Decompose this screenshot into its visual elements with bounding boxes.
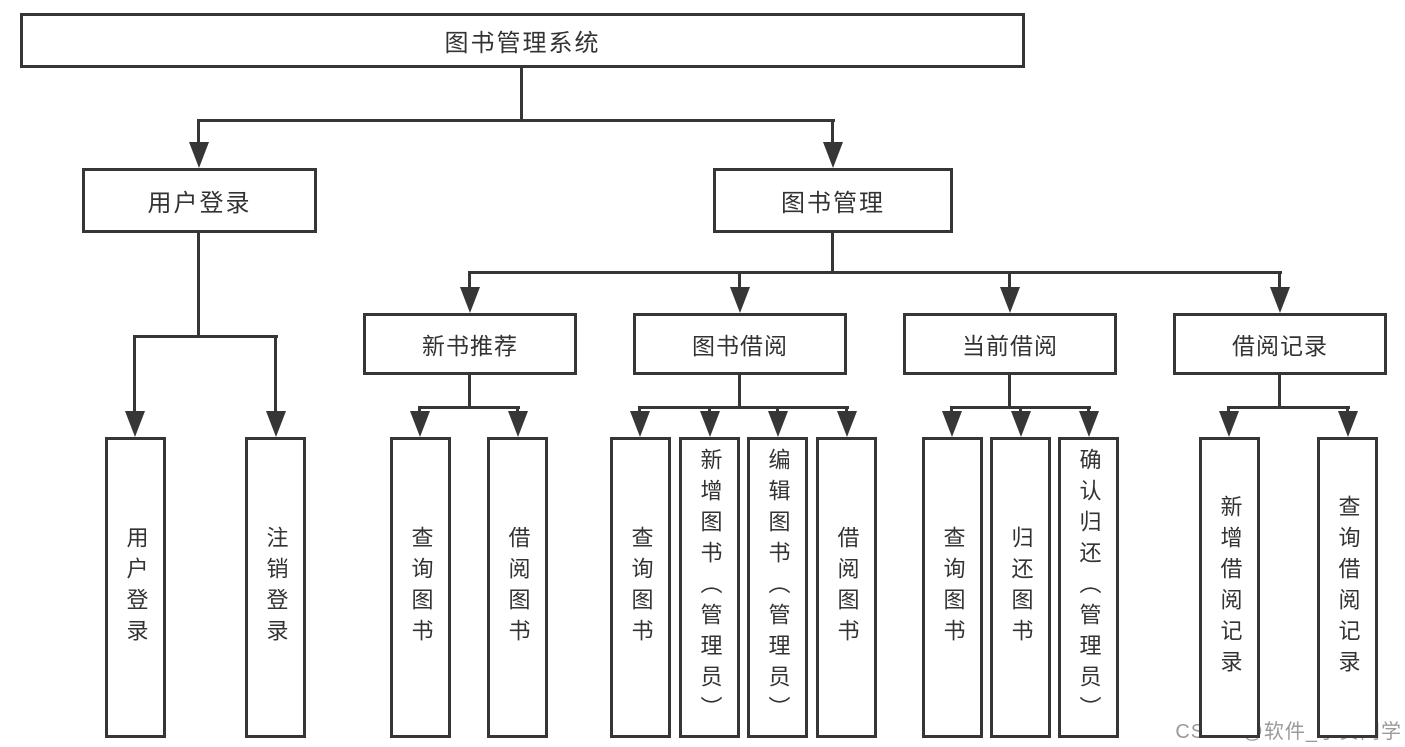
connector-bar-book-management [468,271,1282,274]
node-leaf-add-book: 新增图书（管理员） [679,437,740,738]
connector-stem-current-borrow [1008,375,1011,409]
node-label-book-management: 图书管理 [781,190,885,217]
node-leaf-confirm-return: 确认归还（管理员） [1058,437,1119,738]
node-label-leaf-return-book: 归还图书 [1008,525,1034,650]
node-label-library-system: 图书管理系统 [444,30,601,57]
node-label-leaf-logout: 注销登录 [263,525,289,650]
connector-bar-library-system [197,119,835,122]
arrowhead-down-icon [942,411,962,437]
arrowhead-down-icon [1079,411,1099,437]
arrowhead-down-icon [125,411,145,437]
arrowhead-down-icon [508,411,528,437]
arrowhead-down-icon [630,411,650,437]
connector-stem-new-book-recommend [468,375,471,409]
node-leaf-query-record: 查询借阅记录 [1317,437,1378,738]
connector-stem-book-management [831,233,834,274]
connector-stem-book-borrow [738,375,741,409]
arrowhead-down-icon [1011,411,1031,437]
arrowhead-down-icon [1338,411,1358,437]
node-label-leaf-user-login: 用户登录 [123,525,149,650]
arrowhead-down-icon [730,287,750,313]
connector-stem-user-login [197,233,200,338]
connector-stem-library-system [520,68,523,122]
connector-bar-new-book-recommend [418,406,520,409]
node-label-leaf-add-record: 新增借阅记录 [1217,494,1243,681]
connector-bar-book-borrow [638,406,849,409]
arrowhead-down-icon [189,142,209,168]
node-label-user-login: 用户登录 [147,190,252,217]
connector-arrow-line [133,336,136,427]
node-label-book-borrow: 图书借阅 [692,333,788,359]
node-leaf-add-record: 新增借阅记录 [1199,437,1260,738]
connector-arrow-line [274,336,277,427]
node-label-leaf-query-book-2: 查询图书 [628,525,654,650]
connector-arrow-line [197,120,200,158]
node-leaf-borrow-book-2: 借阅图书 [816,437,877,738]
arrowhead-down-icon [1000,287,1020,313]
node-label-borrow-records: 借阅记录 [1232,333,1328,359]
arrowhead-down-icon [266,411,286,437]
node-leaf-edit-book: 编辑图书（管理员） [747,437,808,738]
node-label-leaf-query-book-1: 查询图书 [408,525,434,650]
node-book-management: 图书管理 [713,168,953,233]
node-leaf-borrow-book-1: 借阅图书 [487,437,548,738]
node-label-new-book-recommend: 新书推荐 [422,333,518,359]
node-label-current-borrow: 当前借阅 [962,333,1058,359]
node-library-system: 图书管理系统 [20,13,1025,68]
arrowhead-down-icon [837,411,857,437]
node-label-leaf-confirm-return: 确认归还（管理员） [1076,448,1102,727]
node-leaf-logout: 注销登录 [245,437,306,738]
arrowhead-down-icon [460,287,480,313]
node-leaf-query-book-1: 查询图书 [390,437,451,738]
node-label-leaf-query-record: 查询借阅记录 [1335,494,1361,681]
node-label-leaf-borrow-book-1: 借阅图书 [505,525,531,650]
node-current-borrow: 当前借阅 [903,313,1117,375]
arrowhead-down-icon [823,142,843,168]
node-leaf-query-book-3: 查询图书 [922,437,983,738]
arrowhead-down-icon [1270,287,1290,313]
node-borrow-records: 借阅记录 [1173,313,1387,375]
connector-bar-borrow-records [1227,406,1350,409]
node-leaf-query-book-2: 查询图书 [610,437,671,738]
connector-arrow-line [831,120,834,158]
node-user-login: 用户登录 [82,168,317,233]
node-label-leaf-borrow-book-2: 借阅图书 [834,525,860,650]
arrowhead-down-icon [1219,411,1239,437]
node-new-book-recommend: 新书推荐 [363,313,577,375]
node-label-leaf-edit-book: 编辑图书（管理员） [765,448,791,727]
node-label-leaf-add-book: 新增图书（管理员） [697,448,723,727]
connector-bar-user-login [133,335,278,338]
arrowhead-down-icon [768,411,788,437]
node-leaf-user-login: 用户登录 [105,437,166,738]
node-leaf-return-book: 归还图书 [990,437,1051,738]
arrowhead-down-icon [410,411,430,437]
connector-stem-borrow-records [1278,375,1281,409]
node-book-borrow: 图书借阅 [633,313,847,375]
node-label-leaf-query-book-3: 查询图书 [940,525,966,650]
arrowhead-down-icon [700,411,720,437]
